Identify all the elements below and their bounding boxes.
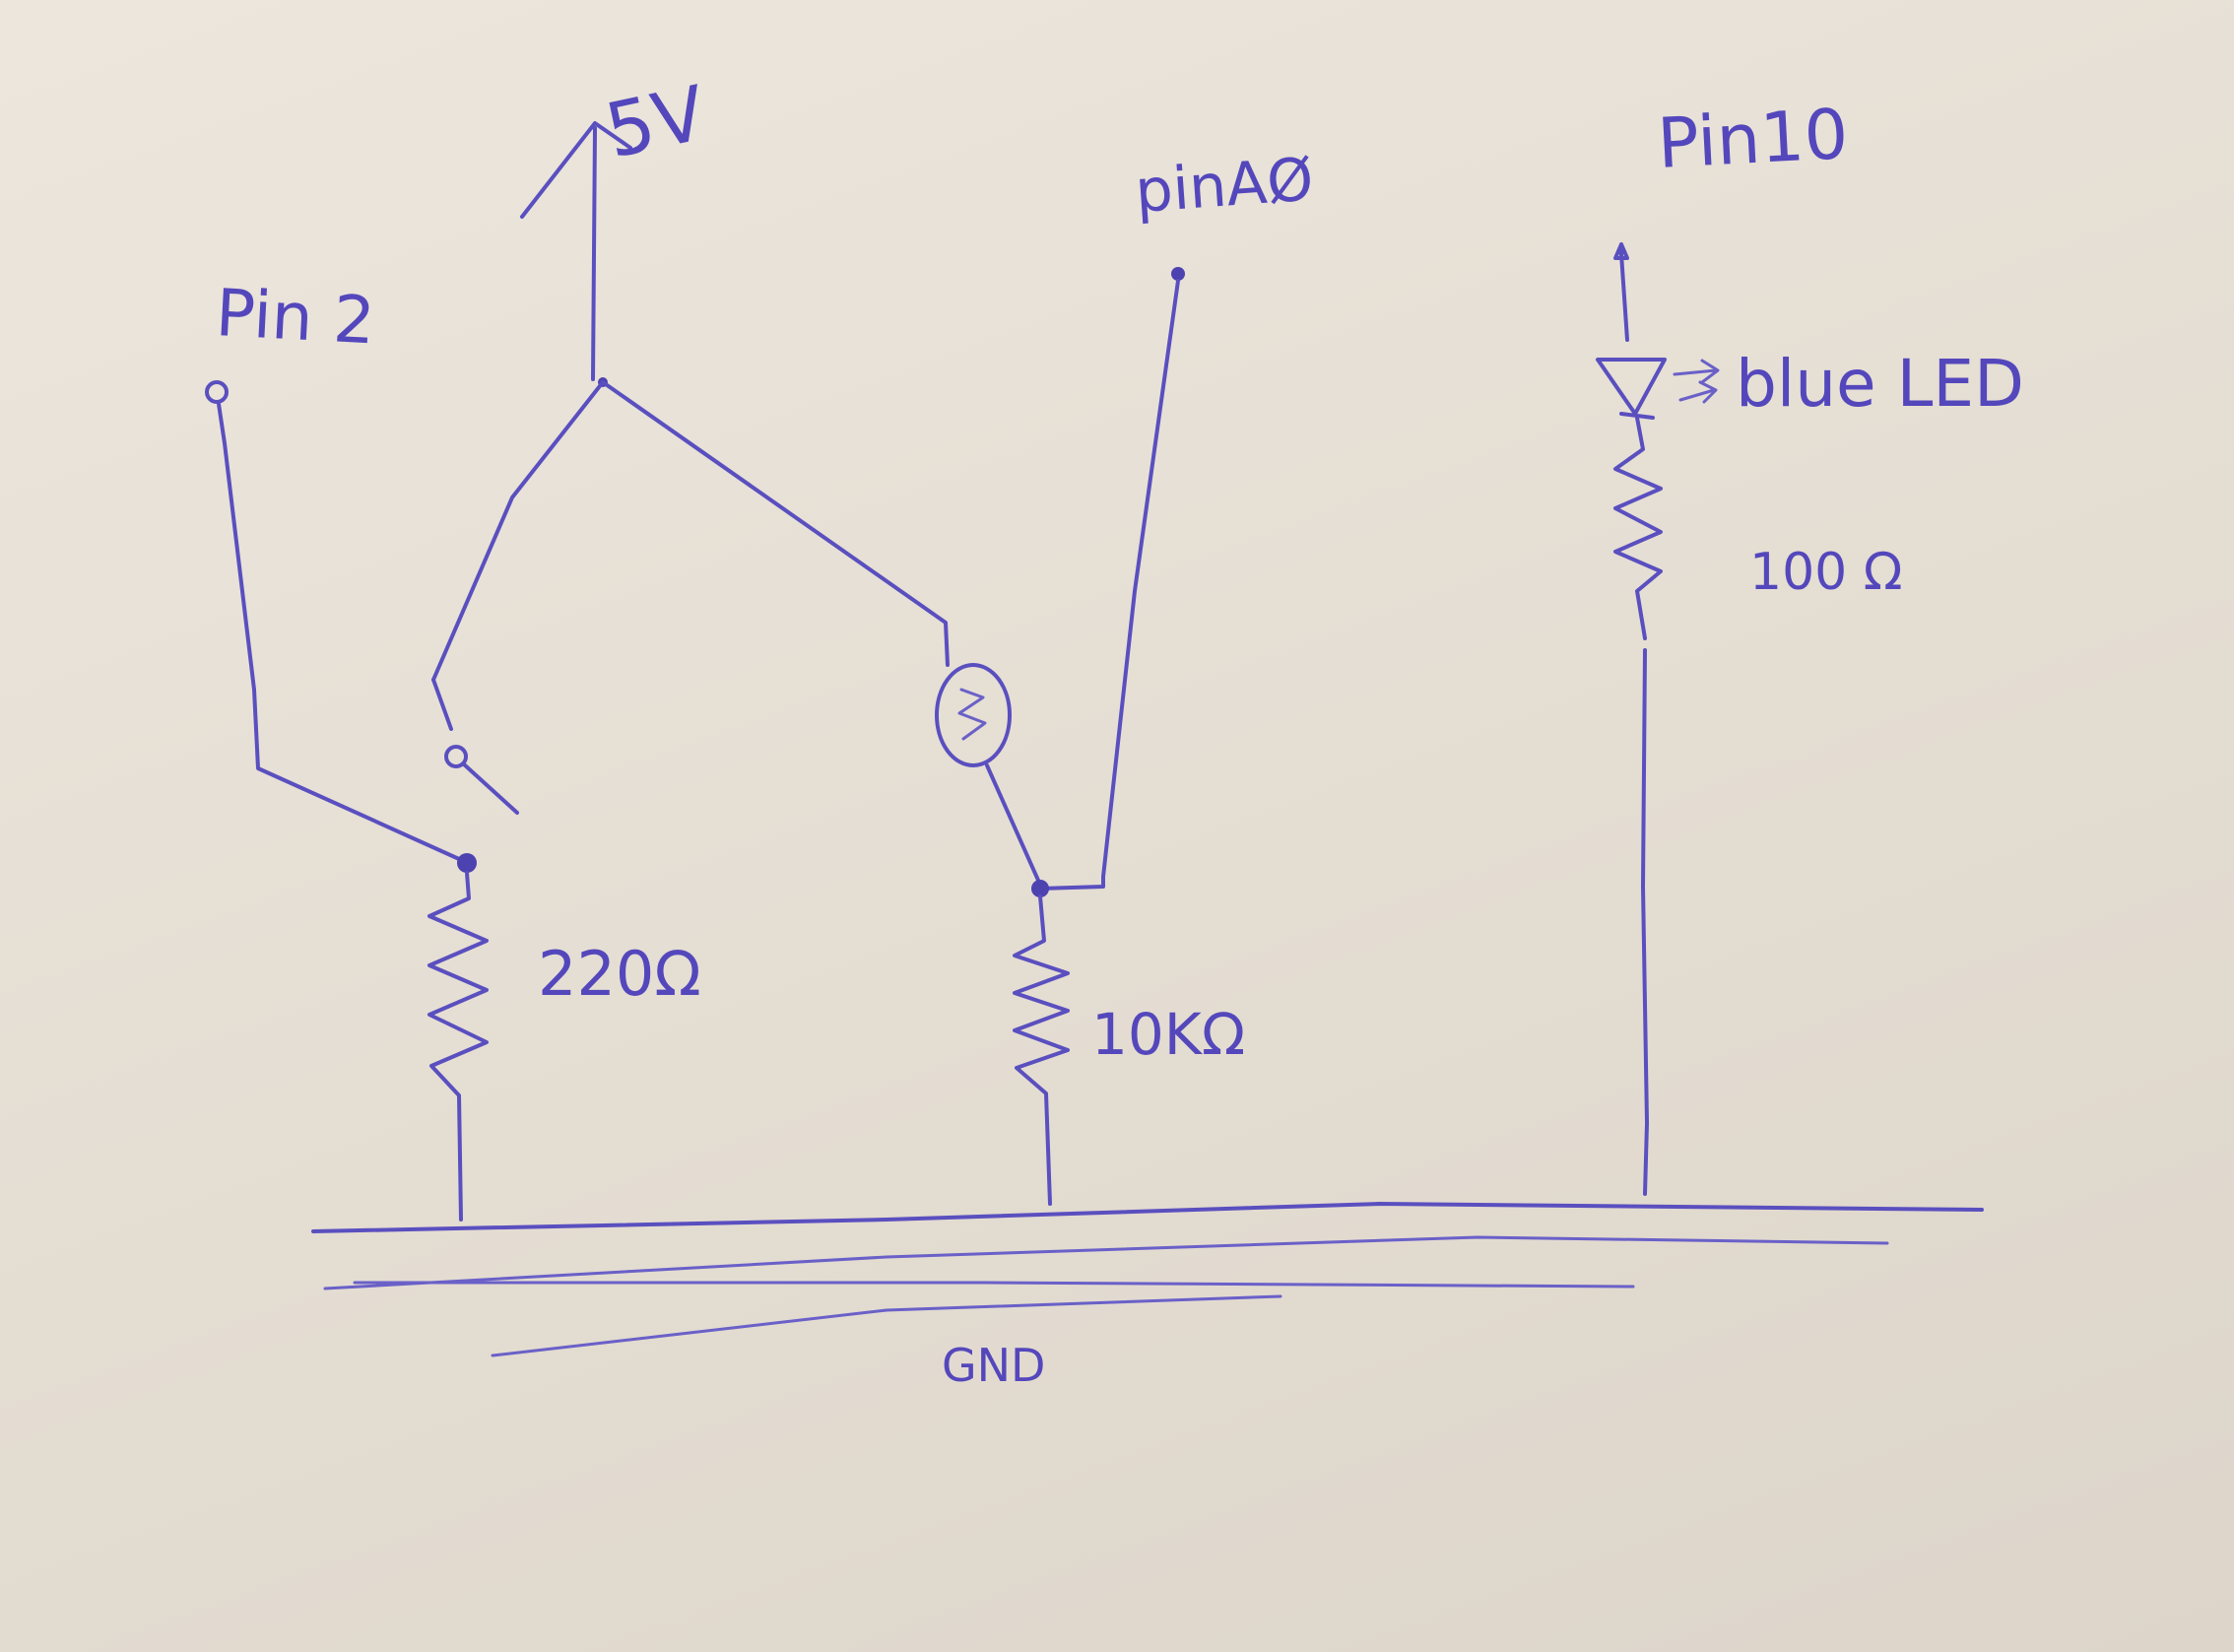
switch-contact-top	[444, 745, 468, 768]
wire-to-photoresistor	[601, 380, 950, 667]
resistor-100-label: 100 Ω	[1749, 543, 1903, 602]
pin-10-arrow	[1613, 242, 1629, 260]
resistor-10k	[1013, 894, 1070, 1206]
ground-rail	[311, 1202, 1984, 1357]
led-triangle	[1596, 358, 1667, 416]
pin-10-wire	[1619, 252, 1629, 342]
pin-a0-label: pinAØ	[1133, 146, 1316, 227]
supply-label: 5V	[598, 69, 713, 175]
supply-arrow	[520, 121, 632, 219]
resistor-100-zigzag	[1613, 416, 1663, 640]
ground-label: GND	[942, 1339, 1045, 1392]
ground-line-1	[311, 1202, 1984, 1233]
pin-a0-connection	[1031, 267, 1185, 897]
pin-2-connection	[205, 380, 477, 873]
pin-2-label: Pin 2	[214, 275, 376, 359]
photoresistor-body	[935, 663, 1012, 767]
switch-resistor-node	[457, 853, 477, 873]
resistor-220-label: 220Ω	[538, 938, 701, 1010]
wire-to-pushbutton	[431, 380, 605, 682]
photoresistor-lead	[985, 763, 1042, 887]
pin-10-led-branch	[1596, 242, 1720, 1196]
switch-lever	[461, 761, 519, 815]
supply-wire	[591, 126, 597, 381]
resistor-10k-label: 10KΩ	[1091, 1001, 1245, 1068]
supply-branch-wires	[431, 377, 950, 682]
pin-10-label: Pin10	[1656, 94, 1851, 184]
photo-divider-node	[1031, 880, 1049, 897]
led-ground-wire	[1641, 648, 1649, 1196]
supply-5v	[520, 121, 632, 381]
photoresistor-symbol	[957, 688, 987, 741]
pin-a0-terminal	[1171, 267, 1185, 281]
resistor-220	[427, 871, 489, 1222]
pushbutton-switch	[431, 678, 519, 815]
led-light-arrow-2	[1678, 380, 1718, 404]
resistor-10k-zigzag	[1013, 894, 1070, 1206]
ground-line-2	[323, 1235, 1889, 1290]
resistor-220-zigzag	[427, 871, 489, 1222]
led-label: blue LED	[1736, 346, 2024, 422]
ground-line-4	[491, 1294, 1282, 1357]
pin-a0-wire	[1038, 279, 1180, 891]
switch-lead-top	[431, 678, 453, 731]
ground-line-3	[353, 1281, 1635, 1289]
photoresistor	[935, 663, 1042, 887]
pin-2-wire	[217, 402, 461, 861]
led-light-arrow-1	[1673, 359, 1720, 384]
pin-2-terminal	[205, 380, 229, 404]
